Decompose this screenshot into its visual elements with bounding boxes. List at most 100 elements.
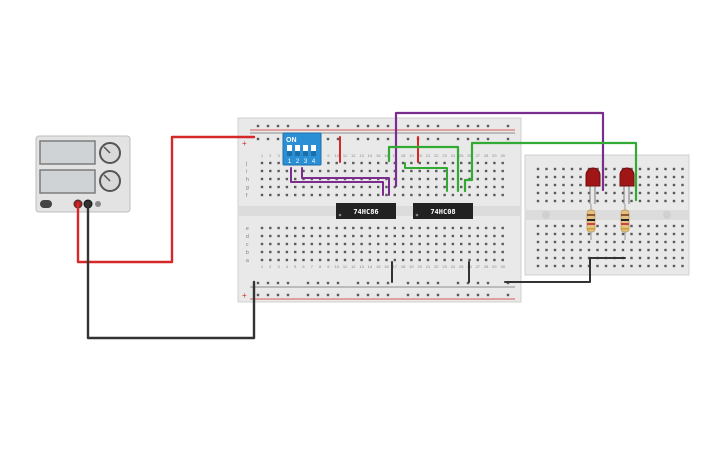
breadboard-hole[interactable] bbox=[310, 250, 313, 254]
breadboard-hole[interactable] bbox=[302, 234, 305, 238]
breadboard-hole[interactable] bbox=[630, 199, 633, 203]
breadboard-hole[interactable] bbox=[536, 191, 540, 195]
breadboard-hole[interactable] bbox=[435, 185, 438, 189]
breadboard-hole[interactable] bbox=[536, 224, 540, 228]
breadboard-hole[interactable] bbox=[655, 248, 659, 252]
breadboard-hole[interactable] bbox=[476, 161, 479, 165]
breadboard-hole[interactable] bbox=[579, 199, 582, 203]
breadboard-hole[interactable] bbox=[352, 193, 355, 197]
breadboard-hole[interactable] bbox=[647, 183, 650, 187]
rail-hole[interactable] bbox=[456, 124, 460, 128]
breadboard-hole[interactable] bbox=[260, 242, 264, 246]
breadboard-hole[interactable] bbox=[269, 161, 272, 165]
breadboard-hole[interactable] bbox=[460, 169, 463, 173]
breadboard-hole[interactable] bbox=[545, 191, 548, 195]
breadboard-hole[interactable] bbox=[443, 234, 446, 238]
rail-hole[interactable] bbox=[366, 293, 370, 297]
breadboard-hole[interactable] bbox=[335, 226, 338, 230]
breadboard-hole[interactable] bbox=[672, 199, 676, 203]
breadboard-hole[interactable] bbox=[310, 258, 313, 262]
breadboard-hole[interactable] bbox=[401, 185, 405, 189]
breadboard-hole[interactable] bbox=[393, 258, 396, 262]
breadboard-hole[interactable] bbox=[553, 175, 557, 179]
breadboard-hole[interactable] bbox=[647, 232, 650, 236]
breadboard-hole[interactable] bbox=[360, 226, 363, 230]
breadboard-hole[interactable] bbox=[260, 177, 264, 181]
breadboard-hole[interactable] bbox=[435, 234, 438, 238]
breadboard-hole[interactable] bbox=[562, 191, 565, 195]
breadboard-hole[interactable] bbox=[536, 240, 540, 244]
breadboard-hole[interactable] bbox=[468, 193, 471, 197]
breadboard-hole[interactable] bbox=[484, 242, 488, 246]
breadboard-hole[interactable] bbox=[294, 234, 297, 238]
breadboard-hole[interactable] bbox=[285, 234, 289, 238]
breadboard-hole[interactable] bbox=[630, 224, 633, 228]
breadboard-hole[interactable] bbox=[260, 258, 264, 262]
breadboard-hole[interactable] bbox=[638, 264, 642, 268]
dip-toggle-2[interactable] bbox=[295, 145, 300, 156]
breadboard-hole[interactable] bbox=[310, 169, 313, 173]
breadboard-hole[interactable] bbox=[647, 264, 650, 268]
breadboard-hole[interactable] bbox=[385, 250, 388, 254]
breadboard-hole[interactable] bbox=[368, 169, 372, 173]
breadboard-hole[interactable] bbox=[327, 250, 330, 254]
breadboard-hole[interactable] bbox=[672, 240, 676, 244]
breadboard-hole[interactable] bbox=[562, 167, 565, 171]
rail-hole[interactable] bbox=[406, 293, 410, 297]
breadboard-hole[interactable] bbox=[426, 161, 430, 165]
breadboard-hole[interactable] bbox=[545, 248, 548, 252]
breadboard-hole[interactable] bbox=[647, 256, 650, 260]
breadboard-hole[interactable] bbox=[318, 242, 322, 246]
breadboard-hole[interactable] bbox=[553, 199, 557, 203]
rail-hole[interactable] bbox=[426, 293, 430, 297]
rail-hole[interactable] bbox=[406, 137, 410, 141]
breadboard-hole[interactable] bbox=[443, 242, 446, 246]
rail-hole[interactable] bbox=[416, 124, 420, 128]
breadboard-hole[interactable] bbox=[377, 185, 380, 189]
breadboard-hole[interactable] bbox=[418, 193, 421, 197]
power-supply[interactable] bbox=[35, 135, 131, 213]
breadboard-hole[interactable] bbox=[536, 256, 540, 260]
breadboard-hole[interactable] bbox=[664, 167, 667, 171]
breadboard-hole[interactable] bbox=[672, 167, 676, 171]
breadboard-hole[interactable] bbox=[613, 240, 616, 244]
breadboard-hole[interactable] bbox=[604, 224, 608, 228]
breadboard-hole[interactable] bbox=[501, 226, 504, 230]
breadboard-hole[interactable] bbox=[596, 199, 599, 203]
breadboard-hole[interactable] bbox=[393, 177, 396, 181]
breadboard-hole[interactable] bbox=[385, 258, 388, 262]
breadboard-hole[interactable] bbox=[360, 234, 363, 238]
rail-hole[interactable] bbox=[406, 124, 410, 128]
breadboard-hole[interactable] bbox=[545, 256, 548, 260]
breadboard-hole[interactable] bbox=[604, 175, 608, 179]
rail-hole[interactable] bbox=[276, 124, 280, 128]
breadboard-hole[interactable] bbox=[410, 234, 413, 238]
breadboard-hole[interactable] bbox=[277, 177, 280, 181]
breadboard-hole[interactable] bbox=[443, 258, 446, 262]
breadboard-hole[interactable] bbox=[476, 250, 479, 254]
breadboard-hole[interactable] bbox=[570, 248, 574, 252]
breadboard-hole[interactable] bbox=[443, 226, 446, 230]
breadboard-hole[interactable] bbox=[451, 242, 455, 246]
breadboard-hole[interactable] bbox=[269, 169, 272, 173]
rail-hole[interactable] bbox=[456, 137, 460, 141]
breadboard-hole[interactable] bbox=[596, 224, 599, 228]
rail-hole[interactable] bbox=[256, 281, 260, 285]
breadboard-hole[interactable] bbox=[360, 169, 363, 173]
breadboard-hole[interactable] bbox=[360, 193, 363, 197]
breadboard-hole[interactable] bbox=[468, 169, 471, 173]
breadboard-hole[interactable] bbox=[545, 175, 548, 179]
breadboard-hole[interactable] bbox=[587, 240, 591, 244]
rail-hole[interactable] bbox=[286, 124, 290, 128]
rail-hole[interactable] bbox=[306, 293, 310, 297]
rail-hole[interactable] bbox=[316, 293, 320, 297]
breadboard-hole[interactable] bbox=[570, 167, 574, 171]
rail-hole[interactable] bbox=[266, 124, 270, 128]
rail-hole[interactable] bbox=[376, 137, 380, 141]
breadboard-hole[interactable] bbox=[435, 226, 438, 230]
resistor-1[interactable] bbox=[586, 204, 596, 240]
breadboard-hole[interactable] bbox=[360, 185, 363, 189]
breadboard-hole[interactable] bbox=[377, 258, 380, 262]
breadboard-hole[interactable] bbox=[630, 191, 633, 195]
